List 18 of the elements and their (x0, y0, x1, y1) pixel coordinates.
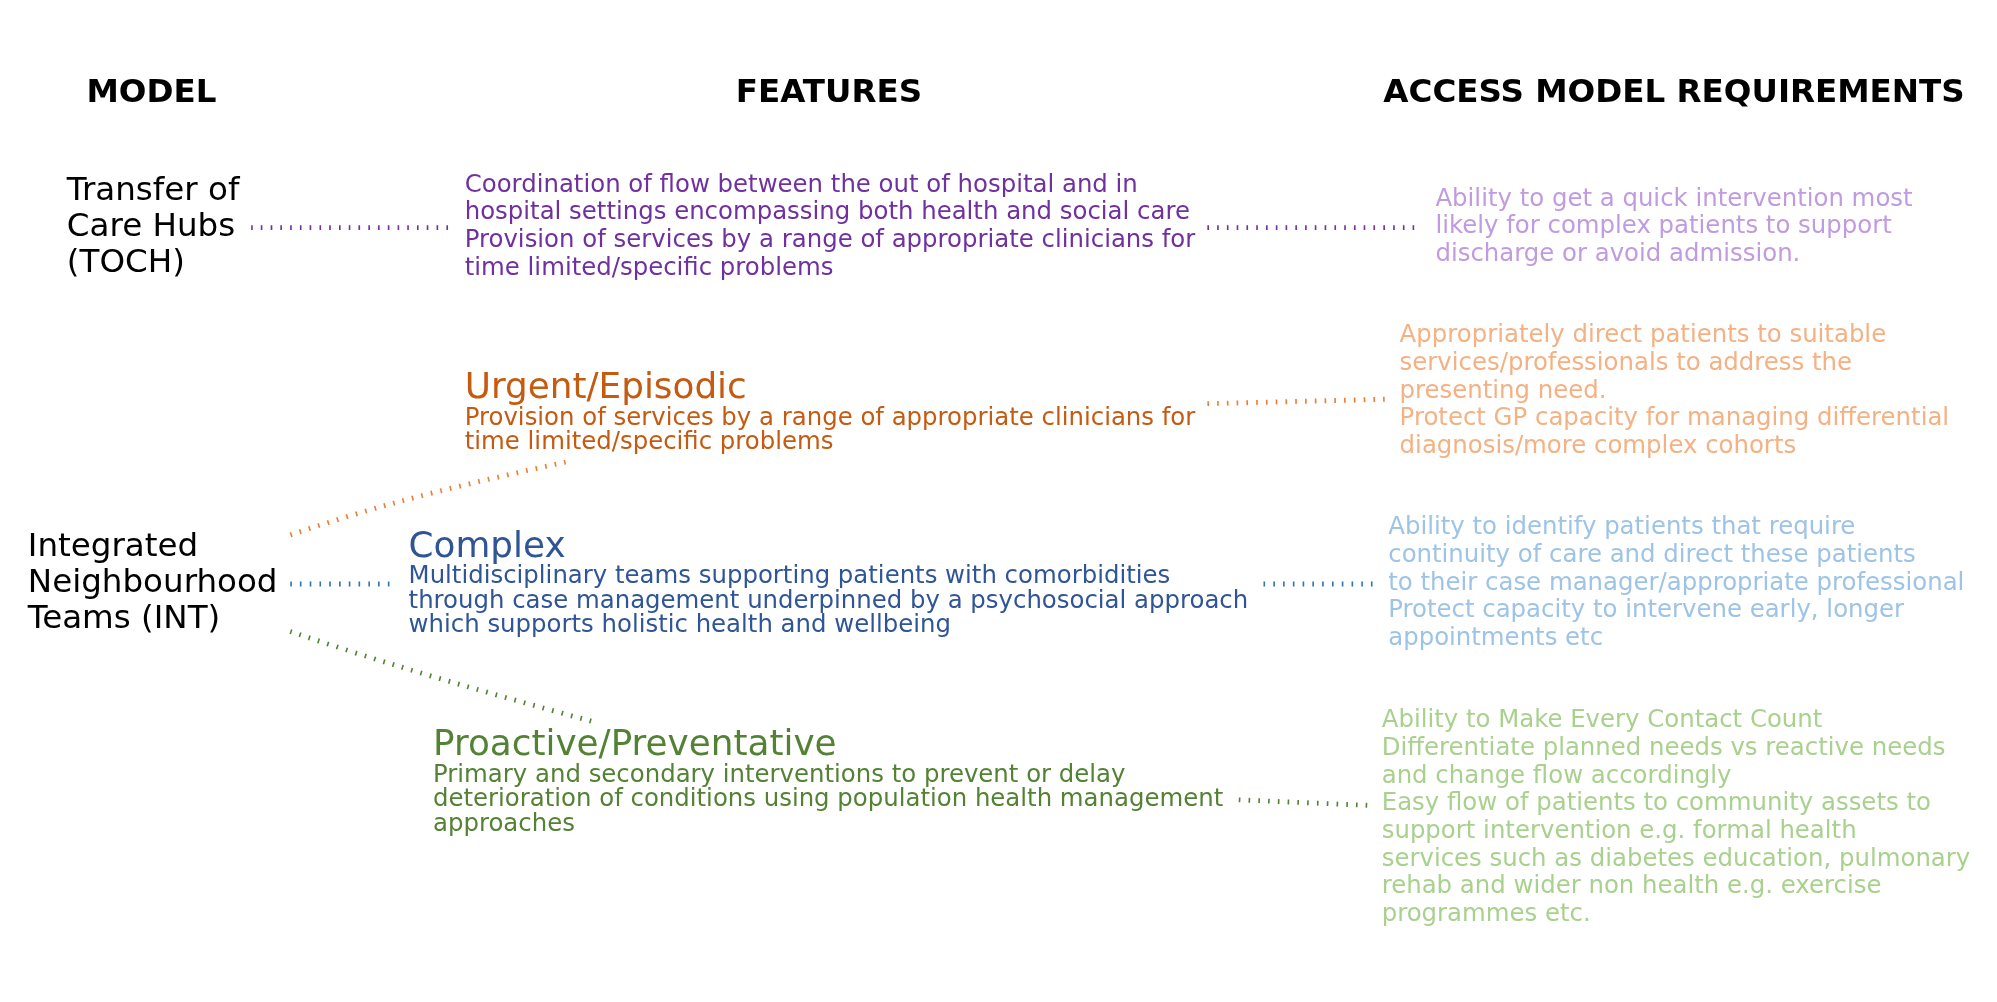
connector (289, 629, 593, 724)
label: FEATURES (735, 72, 923, 111)
label: ACCESS MODEL REQUIREMENTS (1383, 72, 1965, 111)
node-text: Urgent/Episodic Provision of services by a range of appropriate clinicians for time limited/specific problems (464, 364, 1196, 455)
node-text: Coordination of flow between the out of hospital and in hospital settings encompassing both health and social care Provision of services by a range of appropriate clinicians for time limited/specific problems (464, 168, 1196, 281)
node-text: Appropriately direct patients to suitable services/professionals to address the presenting need. Protect GP capacity for managing differential diagnosis/more complex cohorts (1399, 319, 1950, 459)
node-text: Ability to Make Every Contact Count Differentiate planned needs vs reactive needs and change flow accordingly Easy flow of patients to community assets to support intervention e.g. formal health services such as diabetes education, pulmonary rehab and wider non health e.g. exercise programmes etc. (1381, 704, 1971, 927)
connector (289, 459, 567, 538)
connector (1238, 797, 1369, 808)
node-text: Ability to identify patients that require continuity of care and direct these patients to their case manager/appropriate professional Protect capacity to intervene early, longer appointments etc (1388, 511, 1965, 652)
node-text: Complex Multidisciplinary teams supporting patients with comorbidities through case management underpinned by a psychosocial approach which supports holistic health and wellbeing (408, 523, 1249, 638)
connector (1263, 581, 1375, 587)
node-text: Integrated Neighbourhood Teams (INT) (27, 526, 278, 636)
label: MODEL (86, 72, 217, 111)
connector (1207, 396, 1387, 407)
node-text: Proactive/Preventative Primary and secondary interventions to prevent or delay deterioration of conditions using population health management approaches (433, 722, 1224, 837)
node-text: Transfer of Care Hubs (TOCH) (66, 169, 240, 280)
node-text: Ability to get a quick intervention most likely for complex patients to support discharge or avoid admission. (1435, 182, 1913, 267)
